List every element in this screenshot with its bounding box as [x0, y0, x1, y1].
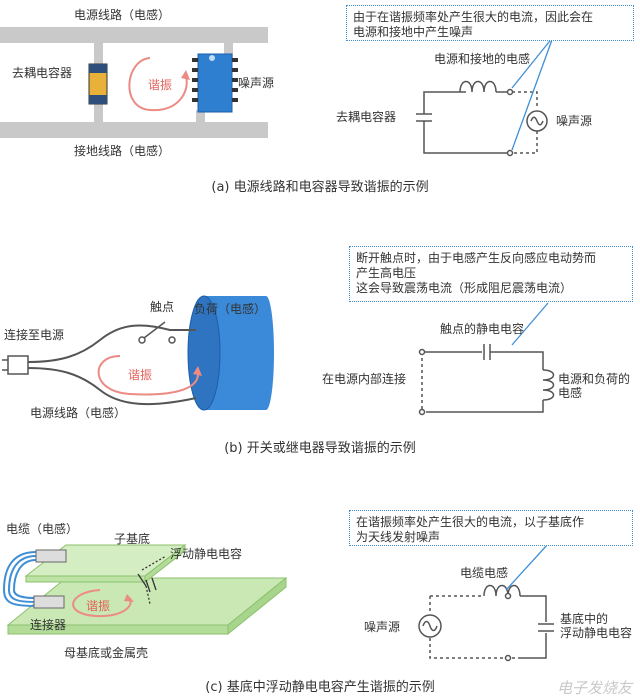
- callout-c-line-2: 为天线发射噪声: [356, 530, 441, 544]
- power-load-inductance-line-1: 电源和负荷的: [558, 372, 631, 386]
- decoupling-capacitor-component: [88, 63, 108, 105]
- resonance-loop-a: [128, 57, 188, 112]
- caption-c: (c) 基底中浮动静电电容产生谐振的示例: [205, 680, 435, 695]
- callout-b-pointer: [511, 302, 549, 346]
- callout-b-line-1: 断开触点时，由于电感产生反向感应电动势而: [356, 251, 597, 265]
- load-label: 负荷（电感）: [194, 302, 267, 316]
- callout-a-line-1: 由于在谐振频率处产生很大的电流，因此会在: [353, 10, 594, 24]
- connector-bottom: [33, 595, 65, 609]
- circuit-b: [418, 344, 555, 416]
- power-ground-inductance-label: 电源和接地的电感: [434, 52, 531, 66]
- caption-a: (a) 电源线路和电容器导致谐振的示例: [211, 180, 429, 195]
- via-right-bottom: [196, 110, 205, 122]
- callout-a-pointers: [511, 36, 554, 151]
- resonance-loop-b: [97, 355, 200, 396]
- floating-cap-symbol: [137, 555, 167, 605]
- callout-c-line-1: 在谐振频率处产生很大的电流，以子基底作: [356, 515, 585, 529]
- contact-cap-label: 触点的静电电容: [440, 322, 525, 336]
- contact-label: 触点: [150, 300, 175, 314]
- caption-b: (b) 开关或继电器导致谐振的示例: [224, 441, 416, 456]
- float-cap-label: 浮动静电电容: [170, 547, 243, 561]
- power-trace: [0, 27, 268, 43]
- connect-power-label: 连接至电源: [4, 328, 65, 342]
- sub-board-label: 子基底: [114, 532, 151, 546]
- cable-inductance-label: 电缆电感: [460, 566, 509, 580]
- ground-trace: [0, 122, 268, 138]
- circuit-a-cap-label: 去耦电容器: [336, 110, 397, 124]
- circuit-a-noise-label: 噪声源: [556, 114, 593, 128]
- circuit-c: [418, 584, 554, 662]
- decoupling-cap-label: 去耦电容器: [12, 66, 73, 80]
- internal-connect-label: 在电源内部连接: [322, 372, 407, 386]
- power-cable: [27, 324, 196, 363]
- resonance-label-a: 谐振: [148, 78, 173, 92]
- board-float-cap-line-1: 基底中的: [560, 612, 609, 626]
- ic-chip: [192, 53, 238, 113]
- callout-b-line-2: 产生高电压: [356, 266, 417, 280]
- mother-board-label: 母基底或金属壳: [64, 646, 149, 660]
- ground-line-label: 接地线路（电感）: [74, 144, 171, 158]
- power-line-label: 电源线路（电感）: [74, 8, 171, 22]
- callout-a: 由于在谐振频率处产生很大的电流，因此会在 电源和接地中产生噪声: [346, 5, 634, 41]
- power-load-inductance-label: 电源和负荷的 电感: [558, 372, 630, 400]
- noise-source-label: 噪声源: [238, 76, 275, 90]
- watermark: 电子发烧友: [556, 679, 632, 697]
- switch-contact: [138, 321, 176, 344]
- power-line-label-b: 电源线路（电感）: [30, 406, 127, 420]
- via-right-top: [224, 43, 233, 61]
- connector-top: [35, 549, 67, 563]
- callout-b: 断开触点时，由于电感产生反向感应电动势而 产生高电压 这会导致震荡电流（形成阻尼…: [349, 246, 633, 302]
- board-float-cap-line-2: 浮动静电电容: [560, 626, 633, 640]
- cable-bundle: [2, 551, 37, 607]
- callout-c: 在谐振频率处产生很大的电流，以子基底作 为天线发射噪声: [349, 510, 633, 546]
- cable-label: 电缆（电感）: [6, 522, 79, 536]
- callout-b-line-3: 这会导致震荡电流（形成阻尼震荡电流）: [356, 281, 573, 295]
- resonance-loop-c: [72, 589, 132, 618]
- circuit-a: [416, 80, 548, 157]
- resonance-label-c: 谐振: [86, 599, 111, 613]
- power-load-inductance-line-2: 电感: [558, 386, 583, 400]
- circuit-c-noise-label: 噪声源: [364, 620, 401, 634]
- resonance-label-b: 谐振: [128, 368, 153, 382]
- plug: [2, 355, 29, 375]
- callout-c-pointer: [505, 543, 549, 591]
- board-float-cap-label: 基底中的 浮动静电电容: [560, 612, 632, 640]
- callout-a-line-2: 电源和接地中产生噪声: [353, 25, 474, 39]
- connector-label: 连接器: [30, 618, 67, 632]
